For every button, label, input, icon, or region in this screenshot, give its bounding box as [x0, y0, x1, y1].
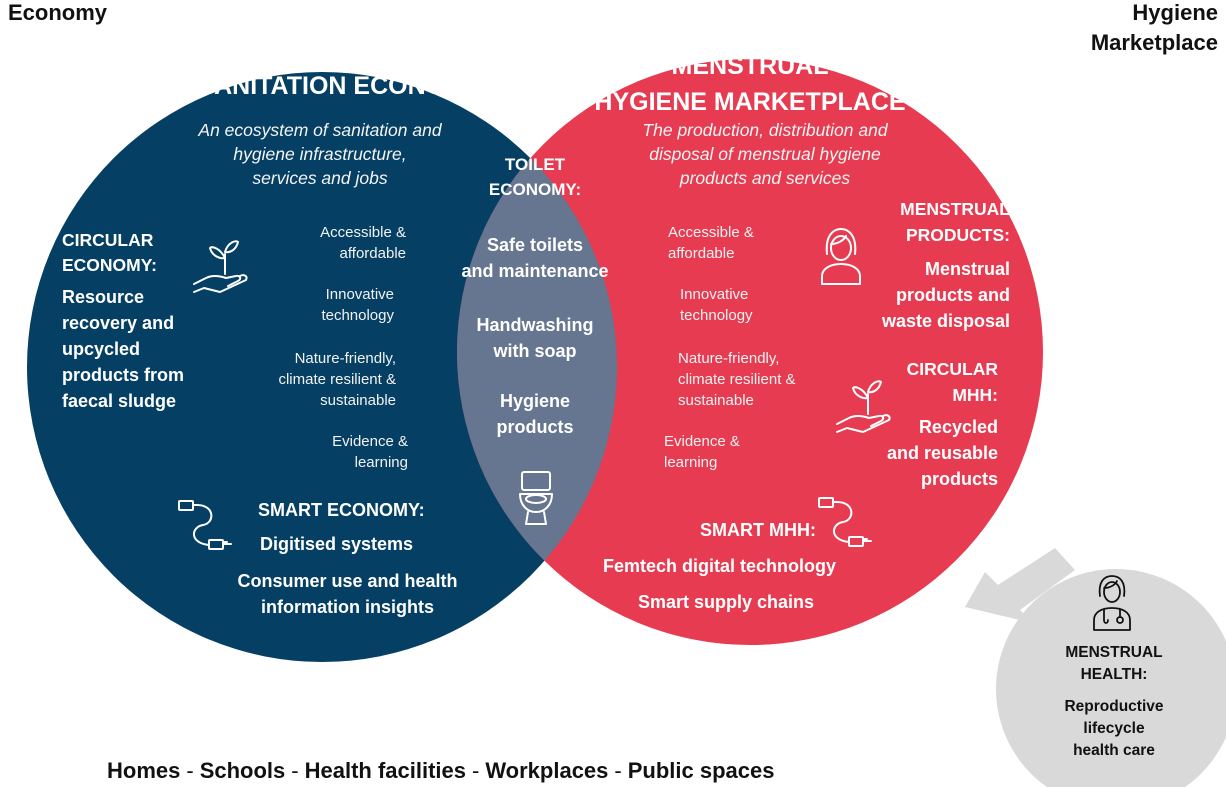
circular-mhh-heading: CIRCULAR MHH:: [906, 359, 998, 405]
sanitation-title: SANITATION ECONOMY: [197, 72, 483, 100]
sanitation-principle-1: Accessible & affordable: [320, 224, 406, 262]
doctor-icon: [1093, 575, 1131, 631]
smart-mhh-heading: SMART MHH:: [700, 520, 816, 540]
sanitation-principle-4: Evidence & learning: [332, 433, 408, 471]
toilet-item-2: Handwashing with soap: [476, 315, 594, 361]
menstrual-products-body: Menstrual products and waste disposal: [881, 259, 1010, 331]
woman-icon: [821, 228, 861, 285]
menstrual-products-heading: MENSTRUAL PRODUCTS:: [900, 199, 1010, 245]
footer-separator: -: [614, 758, 622, 783]
footer-item: Health facilities: [304, 758, 466, 783]
hand-plant-icon: [836, 380, 891, 433]
cable-icon: [818, 497, 872, 547]
smart-mhh-body-2: Smart supply chains: [638, 592, 815, 612]
smart-mhh-body-1: Femtech digital technology: [603, 556, 837, 576]
menstrual-principle-1: Accessible & affordable: [668, 224, 754, 262]
health-arrow: [965, 548, 1075, 623]
footer-separator: -: [186, 758, 194, 783]
cable-icon: [178, 500, 232, 550]
corner-label-right: Hygiene Marketplace: [1090, 0, 1218, 55]
circular-economy-heading: CIRCULAR ECONOMY:: [62, 230, 157, 275]
menstrual-title: MENSTRUAL HYGIENE MARKETPLACE: [594, 52, 906, 116]
sanitation-principle-3: Nature-friendly, climate resilient & sus…: [278, 350, 396, 409]
settings-footer: Homes-Schools-Health facilities-Workplac…: [107, 758, 775, 784]
corner-label-left: Economy: [8, 0, 108, 25]
circular-economy-body: Resource recovery and upcycled products …: [62, 287, 185, 411]
footer-item: Schools: [199, 758, 286, 783]
toilet-icon: [519, 471, 553, 525]
smart-economy-body-2: Consumer use and health information insi…: [237, 571, 458, 617]
hand-plant-icon: [193, 240, 248, 293]
sanitation-subtitle: An ecosystem of sanitation and hygiene i…: [198, 120, 442, 188]
menstrual-subtitle: The production, distribution and disposa…: [642, 120, 888, 188]
footer-separator: -: [291, 758, 299, 783]
toilet-economy-heading: TOILET ECONOMY:: [488, 155, 582, 199]
menstrual-circle: [457, 59, 1043, 645]
footer-separator: -: [471, 758, 480, 783]
health-circle: [996, 569, 1226, 787]
menstrual-principle-3: Nature-friendly, climate resilient & sus…: [678, 350, 796, 409]
sanitation-circle: [27, 72, 617, 662]
menstrual-health-heading: MENSTRUAL HEALTH:: [1065, 644, 1163, 683]
footer-item: Workplaces: [485, 758, 609, 783]
toilet-item-1: Safe toilets and maintenance: [461, 235, 609, 281]
sanitation-principle-2: Innovative technology: [321, 286, 394, 324]
footer-item: Public spaces: [627, 758, 775, 783]
smart-economy-body-1: Digitised systems: [260, 534, 414, 554]
menstrual-principle-4: Evidence & learning: [664, 433, 740, 471]
toilet-item-3: Hygiene products: [496, 391, 574, 437]
circular-mhh-body: Recycled and reusable products: [886, 417, 998, 489]
footer-item: Homes: [107, 758, 181, 783]
menstrual-principle-2: Innovative technology: [680, 286, 753, 324]
smart-economy-heading: SMART ECONOMY:: [258, 500, 425, 520]
menstrual-health-body: Reproductive lifecycle health care: [1064, 698, 1164, 759]
